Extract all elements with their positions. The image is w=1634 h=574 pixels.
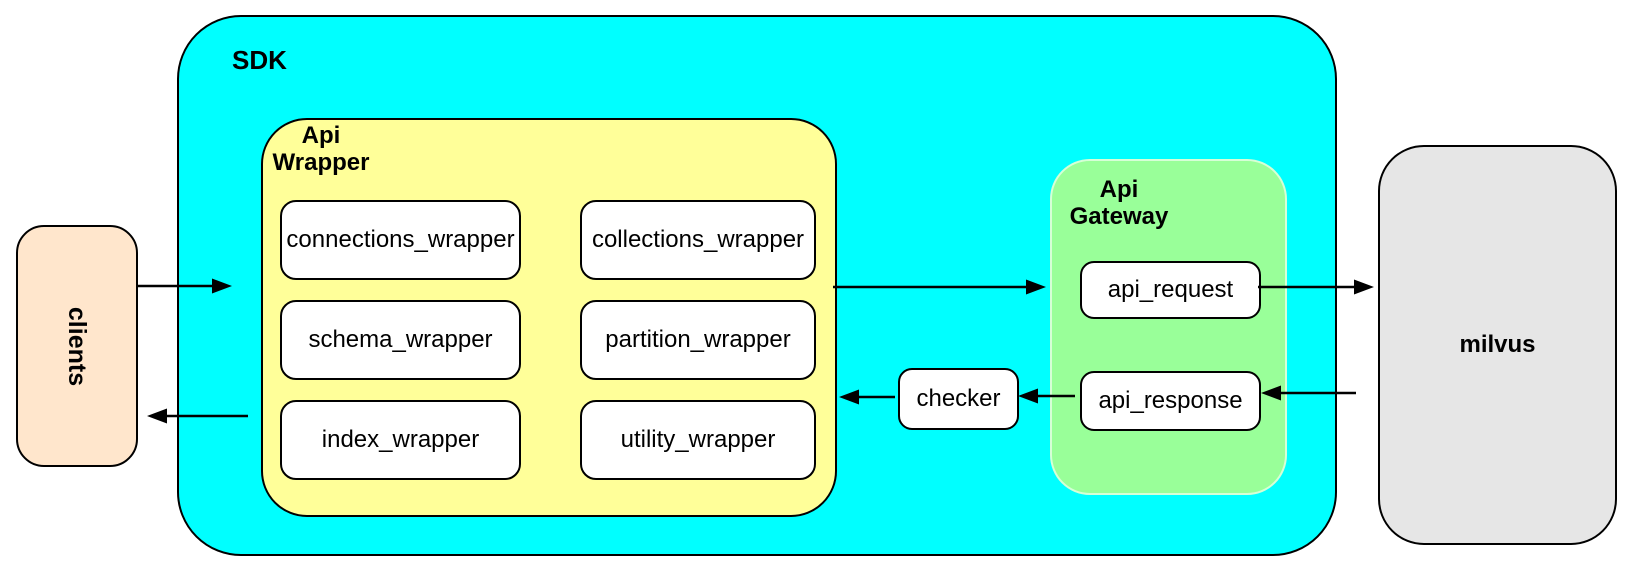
api-response-node: api_response (1080, 371, 1261, 431)
api-request-node: api_request (1080, 261, 1261, 319)
clients-label: clients (63, 306, 92, 386)
sdk-container: SDK Api Wrapper connections_wrapper sche… (177, 15, 1337, 556)
api-gateway-container: Api Gateway api_request api_response (1050, 159, 1287, 495)
module-connections-wrapper: connections_wrapper (280, 200, 521, 280)
module-utility-wrapper: utility_wrapper (580, 400, 816, 480)
milvus-label: milvus (1459, 331, 1536, 358)
module-schema-wrapper: schema_wrapper (280, 300, 521, 380)
sdk-label: SDK (232, 45, 287, 75)
api-wrapper-container: Api Wrapper connections_wrapper schema_w… (261, 118, 837, 517)
api-wrapper-label: Api Wrapper (272, 122, 370, 176)
module-partition-wrapper: partition_wrapper (580, 300, 816, 380)
api-gateway-label: Api Gateway (1069, 176, 1169, 230)
milvus-node: milvus (1378, 145, 1617, 545)
checker-node: checker (898, 368, 1019, 430)
module-index-wrapper: index_wrapper (280, 400, 521, 480)
clients-node: clients (16, 225, 138, 467)
module-collections-wrapper: collections_wrapper (580, 200, 816, 280)
